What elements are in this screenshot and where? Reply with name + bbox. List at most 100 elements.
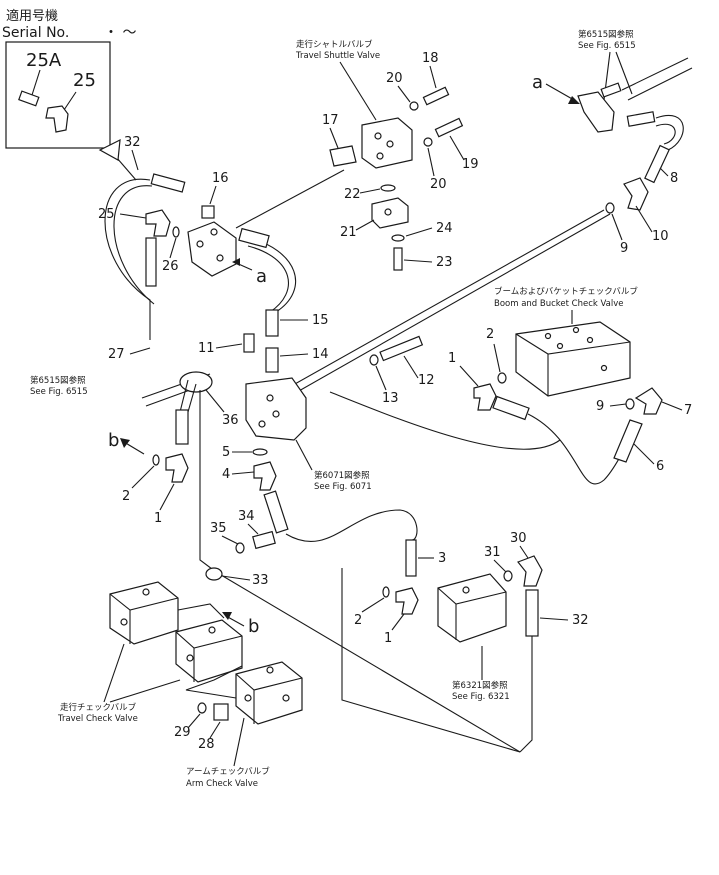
hose-end-15-top: [238, 227, 270, 249]
part-12: 12: [418, 373, 435, 388]
part-20a: 20: [386, 71, 403, 86]
travel-check-label-en: Travel Check Valve: [57, 714, 138, 724]
block-21: [371, 197, 409, 229]
hose-8: [644, 144, 670, 184]
ref-a-mid: a: [256, 266, 267, 287]
part-2a: 2: [122, 489, 130, 504]
elbow-1a: [165, 453, 189, 483]
part-33: 33: [252, 573, 269, 588]
clamp-33: [205, 567, 223, 581]
travel-check-label-jp: 走行チェックバルブ: [60, 702, 137, 713]
ref-b-bottom: b: [248, 616, 259, 637]
part-32a: 32: [124, 135, 141, 150]
oring-9a: [605, 202, 615, 214]
part-13: 13: [382, 391, 399, 406]
hose-end-4: [263, 490, 289, 534]
gasket-17: [329, 145, 357, 167]
part-22: 22: [344, 187, 361, 202]
part-27: 27: [108, 347, 125, 362]
block-a-valve: [187, 221, 237, 277]
part-30: 30: [510, 531, 527, 546]
hose-fitting-32: [150, 173, 186, 193]
part-9b: 9: [596, 399, 604, 414]
part-31: 31: [484, 545, 501, 560]
hose-end-1b: [492, 395, 530, 421]
part-20b: 20: [430, 177, 447, 192]
part-19: 19: [462, 157, 479, 172]
oring-9b: [625, 398, 635, 410]
inset-label-25a: 25A: [26, 50, 62, 71]
travel-shuttle-valve: [361, 117, 413, 169]
part-18: 18: [422, 51, 439, 66]
bolt-18: [422, 86, 450, 106]
part-35: 35: [210, 521, 227, 536]
hose-end-32b: [525, 589, 539, 637]
part-2b: 2: [486, 327, 494, 342]
part-1a: 1: [154, 511, 162, 526]
leader-travel-shuttle: [339, 61, 377, 121]
fig6321-label-en: See Fig. 6321: [452, 692, 510, 702]
part-23: 23: [436, 255, 453, 270]
arrow-32-top: [98, 138, 121, 161]
fig6071-label-en: See Fig. 6071: [314, 482, 372, 492]
part-3: 3: [438, 551, 446, 566]
hose-end-left: [145, 237, 157, 287]
part-28: 28: [198, 737, 215, 752]
part-36: 36: [222, 413, 239, 428]
part-2c: 2: [354, 613, 362, 628]
part-32b: 32: [572, 613, 589, 628]
plug-34: [252, 530, 276, 550]
elbow-7: [634, 387, 663, 415]
bolt-19: [434, 117, 464, 138]
fig6515-top-label-jp: 第6515図参照: [578, 29, 634, 40]
part-16: 16: [212, 171, 229, 186]
part-11: 11: [198, 341, 215, 356]
part-21: 21: [340, 225, 357, 240]
tee-fitting-top: [577, 82, 622, 133]
boom-bucket-label-en: Boom and Bucket Check Valve: [494, 299, 624, 309]
fig6321-label-jp: 第6321図参照: [452, 680, 508, 691]
part-17: 17: [322, 113, 339, 128]
fitting-16: [201, 205, 215, 219]
washer-20b: [423, 137, 433, 147]
oring-29: [197, 702, 207, 714]
boom-bucket-check-valve: [515, 321, 631, 397]
fig6515-top-label-en: See Fig. 6515: [578, 41, 636, 51]
oring-31: [503, 570, 513, 582]
elbow-1b: [473, 383, 497, 411]
plug-28: [213, 703, 229, 721]
oring-2b: [497, 372, 507, 384]
oring-2a: [152, 454, 160, 466]
clamp-36: [179, 371, 213, 393]
fitting-14: [265, 347, 279, 373]
arm-check-valve: [235, 661, 303, 725]
inset-label-25: 25: [73, 70, 96, 91]
inset-elbow-25: [45, 91, 77, 133]
oring-5: [252, 448, 268, 456]
part-7: 7: [684, 403, 692, 418]
hose-end-3: [405, 539, 417, 577]
serial-range: ・ ～: [104, 25, 136, 41]
oring-2c: [382, 586, 390, 598]
fig6515-left-label-jp: 第6515図参照: [30, 375, 86, 386]
part-1c: 1: [384, 631, 392, 646]
hose-6: [613, 419, 643, 463]
elbow-1c: [395, 587, 419, 615]
part-29: 29: [174, 725, 191, 740]
part-26: 26: [162, 259, 179, 274]
part-34: 34: [238, 509, 255, 524]
washer-20a: [409, 101, 419, 111]
part-14: 14: [312, 347, 329, 362]
part-9a: 9: [620, 241, 628, 256]
ref-b-left: b: [108, 430, 119, 451]
bolt-23: [393, 247, 403, 271]
center-manifold-block: [245, 377, 307, 441]
elbow-30: [517, 555, 543, 587]
part-5: 5: [222, 445, 230, 460]
elbow-4: [253, 461, 277, 491]
oring-22: [380, 184, 396, 192]
serial-label-en: Serial No.: [2, 25, 69, 41]
part-8: 8: [670, 171, 678, 186]
travel-check-valve-2: [175, 619, 243, 683]
